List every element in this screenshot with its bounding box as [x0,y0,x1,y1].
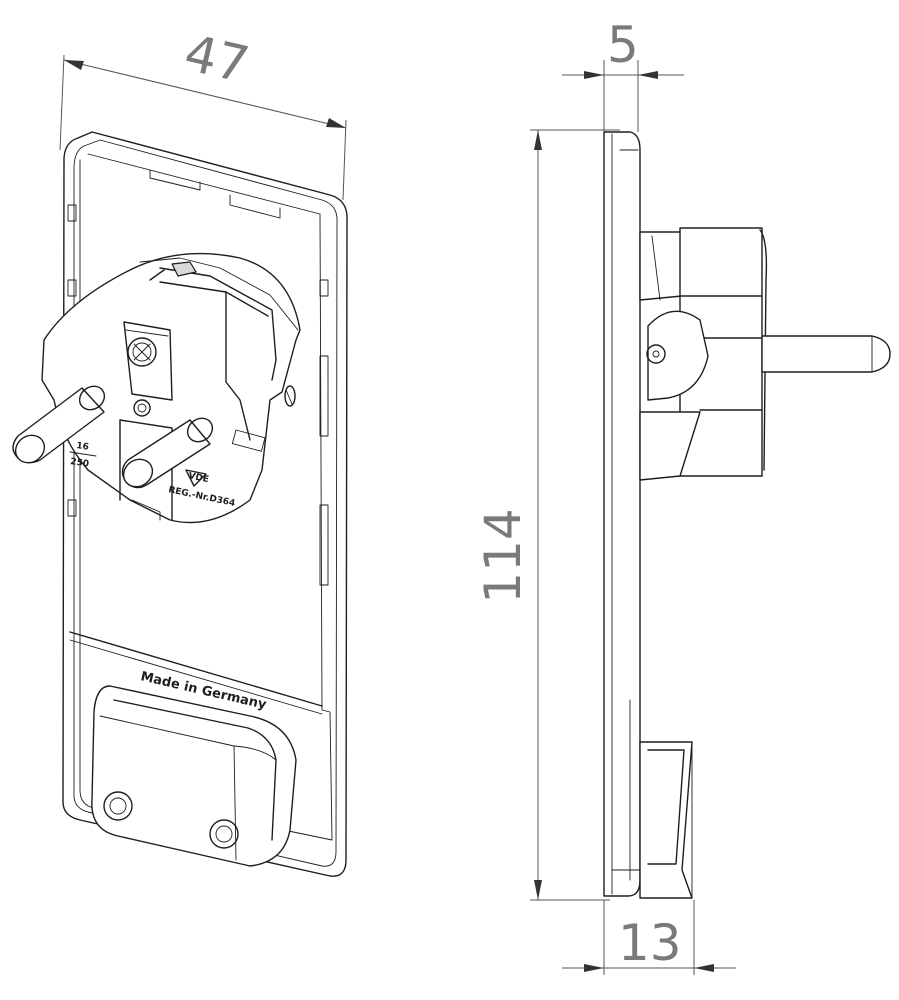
plug-body [41,252,301,524]
dimension-width-label: 47 [179,24,254,95]
dimension-depth-label: 5 [607,16,639,74]
vde-text: VDE [187,471,209,485]
side-view: 5 114 13 [474,16,891,975]
pin-side [761,335,891,373]
rating-current: 16 [76,441,90,453]
front-view: 47 Made in Germany [12,24,348,877]
dimension-width: 47 [59,24,347,201]
dimension-height-label: 114 [474,508,532,603]
rating-mark: 16 250 [69,441,97,470]
dimension-plug-depth-label: 13 [618,914,682,972]
rating-voltage: 250 [70,457,90,470]
dimension-height: 114 [474,129,620,901]
plug-pins [12,385,214,489]
plug-side [639,227,768,481]
dimension-depth: 5 [562,16,684,132]
dimension-plug-depth: 13 [562,900,736,975]
clamp-side [639,741,693,899]
cable-clamp [91,685,297,867]
